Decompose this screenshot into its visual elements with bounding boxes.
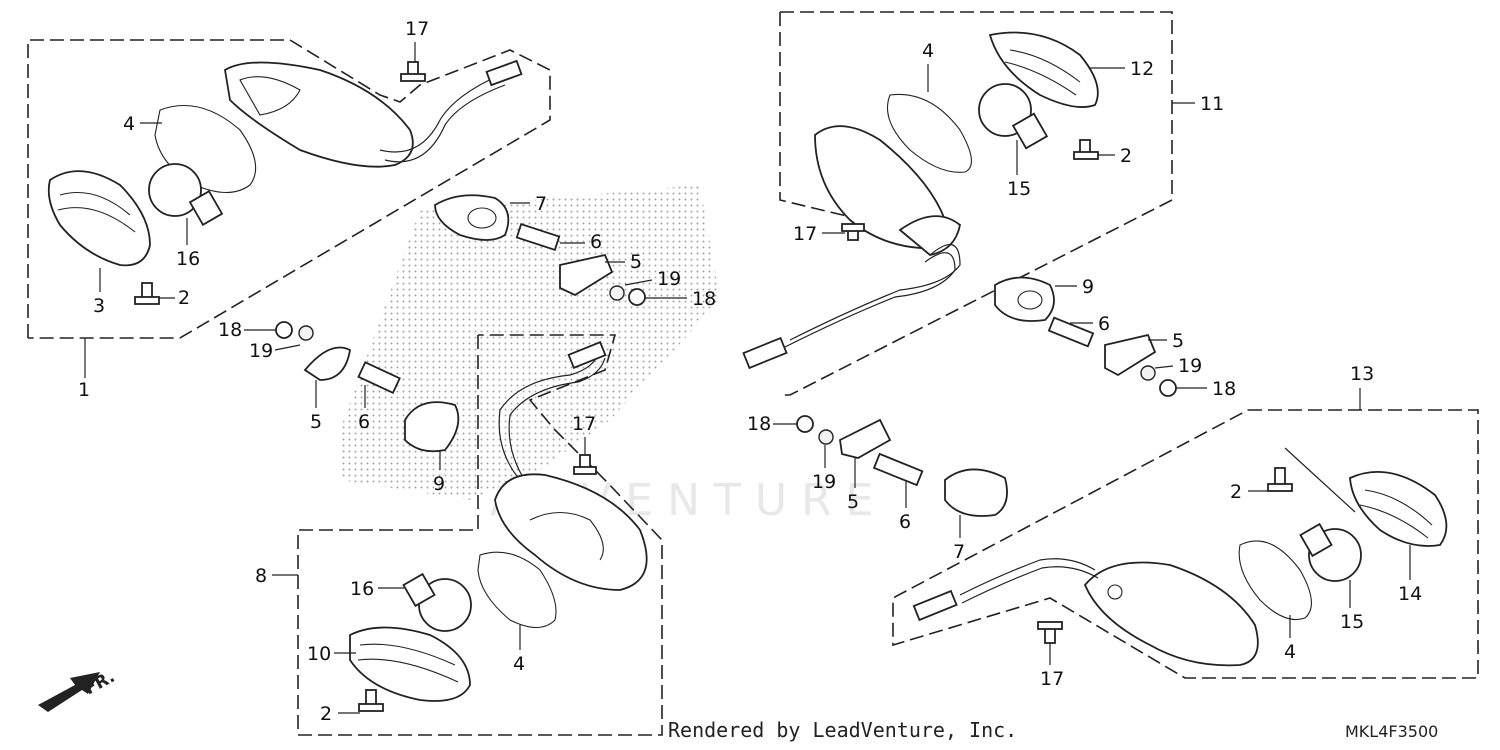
assembly-8: [297, 334, 663, 736]
callout-4: 4: [922, 40, 934, 62]
arrow-front-icon: FR.: [38, 667, 118, 712]
diagram-code: MKL4F3500: [1345, 722, 1439, 741]
callout-6: 6: [590, 231, 602, 253]
callout-2: 2: [320, 703, 332, 725]
socket-group-right: [994, 276, 1177, 397]
callout-12: 12: [1130, 58, 1154, 80]
callout-17: 17: [405, 18, 429, 40]
callout-8: 8: [255, 565, 267, 587]
callout-17: 17: [1040, 668, 1064, 690]
callout-5: 5: [847, 491, 859, 513]
callout-13: 13: [1350, 363, 1374, 385]
callout-19: 19: [812, 471, 836, 493]
callout-2: 2: [1230, 481, 1242, 503]
assembly-11: [742, 11, 1173, 396]
callout-6: 6: [358, 411, 370, 433]
callout-10: 10: [307, 643, 331, 665]
callout-17: 17: [793, 223, 817, 245]
socket-group-top: [434, 194, 646, 306]
callout-5: 5: [1172, 330, 1184, 352]
callout-1: 1: [78, 379, 90, 401]
callout-19: 19: [249, 340, 273, 362]
socket-group-lower: [796, 415, 1008, 517]
callout-11: 11: [1200, 93, 1224, 115]
callout-2: 2: [178, 287, 190, 309]
callout-2: 2: [1120, 145, 1132, 167]
callout-6: 6: [1098, 313, 1110, 335]
callout-19: 19: [1178, 355, 1202, 377]
callout-18: 18: [218, 319, 242, 341]
callout-3: 3: [93, 295, 105, 317]
svg-text:FR.: FR.: [81, 667, 118, 699]
callout-14: 14: [1398, 583, 1422, 605]
callout-15: 15: [1007, 178, 1031, 200]
callout-9: 9: [1082, 276, 1094, 298]
callout-9: 9: [433, 473, 445, 495]
callout-7: 7: [535, 193, 547, 215]
callout-18: 18: [747, 413, 771, 435]
credit-text: Rendered by LeadVenture, Inc.: [668, 718, 1018, 742]
socket-group-mid: [275, 321, 460, 453]
assembly-13: [892, 409, 1479, 679]
assembly-1: [27, 39, 551, 339]
callout-6: 6: [899, 511, 911, 533]
callout-16: 16: [350, 578, 374, 600]
callout-15: 15: [1340, 611, 1364, 633]
callout-17: 17: [572, 413, 596, 435]
callout-19: 19: [657, 268, 681, 290]
callout-7: 7: [953, 541, 965, 563]
callout-4: 4: [1284, 641, 1296, 663]
callout-4: 4: [123, 113, 135, 135]
callout-18: 18: [692, 288, 716, 310]
callout-16: 16: [176, 248, 200, 270]
callout-5: 5: [310, 411, 322, 433]
callout-4: 4: [513, 653, 525, 675]
callout-18: 18: [1212, 378, 1236, 400]
callout-5: 5: [630, 251, 642, 273]
